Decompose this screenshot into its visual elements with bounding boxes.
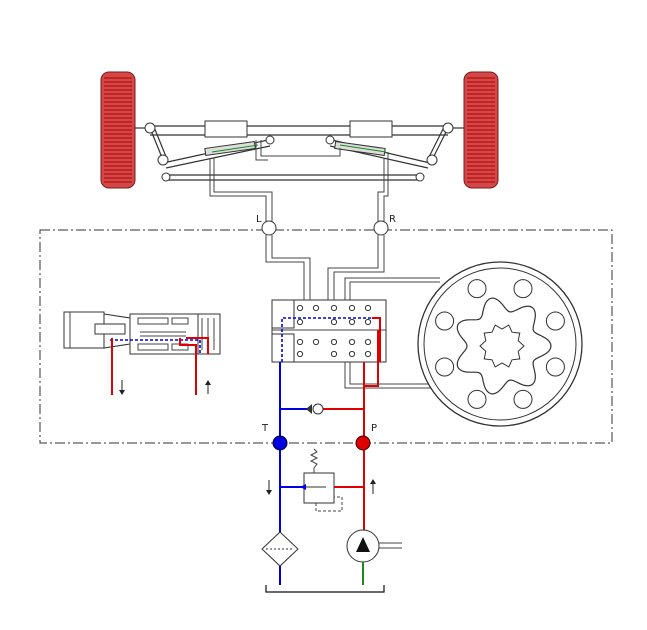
gerotor-spline [479, 324, 525, 368]
pressure-port-node [355, 435, 371, 451]
left-port-label: L [256, 214, 262, 225]
left-tire [100, 71, 136, 189]
cylinder-lines [209, 140, 389, 222]
right-tire [463, 71, 499, 189]
steering-cylinders [204, 140, 387, 157]
valve-supply-lines [265, 235, 440, 300]
unit-boundary [39, 229, 613, 444]
steering-column-actuator [63, 311, 221, 395]
gerotor-unit [417, 261, 583, 427]
pivot-joints [144, 122, 454, 182]
tank-port-label: T [261, 423, 269, 434]
check-valve [312, 403, 324, 415]
relief-valve [280, 448, 364, 512]
hydraulic-pump [346, 529, 402, 585]
main-circuit: T P [261, 362, 402, 593]
steering-arms [135, 126, 464, 161]
pressure-port-label: P [371, 423, 377, 434]
control-valve [271, 299, 440, 389]
tie-rods [162, 139, 431, 181]
steering-axle [100, 71, 499, 222]
left-beam-cylinder [204, 120, 248, 138]
left-port-junction [261, 220, 277, 236]
tank-port-node [272, 435, 288, 451]
right-beam-cylinder [349, 120, 393, 138]
right-port-label: R [389, 214, 396, 225]
axle-beam [150, 125, 448, 136]
reservoir-tank [265, 585, 385, 593]
filter [261, 531, 299, 567]
port-junctions: L R [256, 214, 396, 236]
right-port-junction [373, 220, 389, 236]
